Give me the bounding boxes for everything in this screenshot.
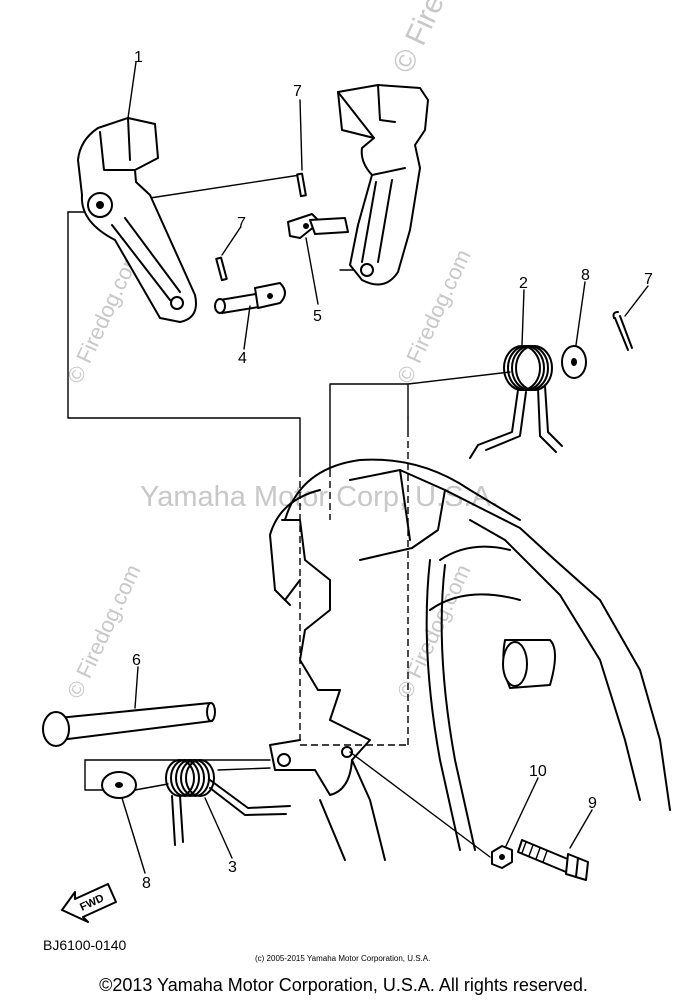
callout-10: 10 [529,763,547,780]
callout-8: 8 [142,875,151,892]
long-pin-6 [42,702,216,747]
bracket-right [337,84,429,286]
clevis-pin-5 [287,172,349,239]
return-spring-upper [469,345,563,459]
callout-layer: 1 7 7 7 7 4 5 2 8 6 10 9 8 3 [132,49,653,892]
return-spring-lower [165,759,291,846]
callout-5: 5 [313,308,322,325]
reference-lines-lower [84,751,491,858]
frame-assembly [269,458,671,861]
callout-8: 8 [581,267,590,284]
clevis-pin-4 [214,256,286,314]
washer-upper [561,345,587,379]
callout-9: 9 [588,795,597,812]
watermark-firedog: © Firedog.com [62,561,146,703]
callout-6: 6 [132,652,141,669]
callout-3: 3 [228,859,237,876]
diagram-code: BJ6100-0140 [43,937,127,953]
callout-4: 4 [238,350,247,367]
watermark-firedog: © Firedog.com [392,246,476,388]
cotter-pin-right [612,311,633,351]
footer-copyright: ©2013 Yamaha Motor Corporation, U.S.A. A… [99,975,588,995]
callout-7: 7 [237,215,246,232]
fwd-arrow-icon: FWD [61,883,117,923]
bolt-9 [517,839,589,881]
watermark-center: Yamaha Motor Corp, U.S.A. [140,481,499,513]
bracket-left [77,117,197,323]
washer-lower [101,771,137,799]
small-copyright: (c) 2005-2015 Yamaha Motor Corporation, … [255,954,430,963]
watermark-firedog: © Firedog.com [392,561,476,703]
watermark-layer: © Firedog © Firedog.com © Firedog.com © … [62,0,499,702]
leader-lines [121,61,649,874]
callout-1: 1 [134,49,143,66]
callout-2: 2 [519,275,528,292]
reference-lines-upper [67,174,511,746]
watermark-firedog-top: © Firedog [386,0,472,78]
callout-7: 7 [293,83,302,100]
nut-10 [491,845,513,869]
callout-7: 7 [644,271,653,288]
